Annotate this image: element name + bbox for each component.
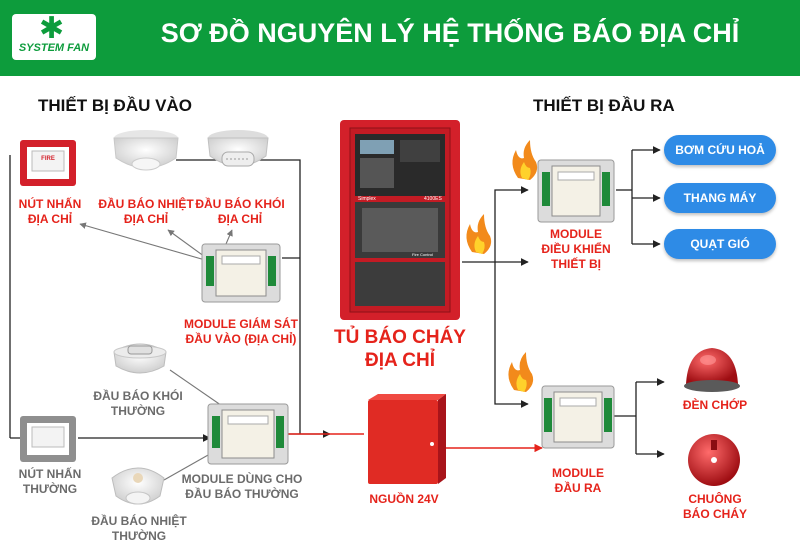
panel-brand-text: Simplex <box>358 196 376 202</box>
systemfan-logo: ✱ SYSTEM FAN <box>12 14 96 60</box>
logo-star-icon: ✱ <box>39 12 65 45</box>
conventional-heat-detector-icon <box>111 467 165 505</box>
header-bar: ✱ SYSTEM FAN SƠ ĐỒ NGUYÊN LÝ HỆ THỐNG BÁ… <box>0 0 800 76</box>
power-supply-icon <box>368 394 446 484</box>
pill-elevator: THANG MÁY <box>664 183 776 213</box>
flame-icon-1 <box>512 140 538 180</box>
fire-alarm-panel-icon: Simplex 4100ES Fire Control <box>340 120 460 320</box>
address-smoke-detector-icon <box>207 130 269 167</box>
output-module-icon <box>541 385 615 449</box>
monitor-module-icon <box>201 243 281 303</box>
flame-icon-3 <box>508 352 534 392</box>
panel-model-text: 4100ES <box>424 196 442 202</box>
conventional-module-icon <box>207 403 289 465</box>
control-module-icon <box>537 159 615 223</box>
output-section-title: THIẾT BỊ ĐẦU RA <box>533 96 675 115</box>
strobe-light-icon <box>684 348 740 392</box>
address-call-point-icon: FIRE <box>20 140 76 186</box>
panel-badge-text: Fire Control <box>412 252 433 257</box>
flame-icon-2 <box>466 214 492 254</box>
output-wiring <box>462 146 665 458</box>
page-title: SƠ ĐỒ NGUYÊN LÝ HỆ THỐNG BÁO ĐỊA CHỈ <box>160 18 740 48</box>
logo-brand-text: SYSTEM FAN <box>18 42 90 54</box>
pill-fire-pump: BƠM CỨU HOẢ <box>664 135 776 165</box>
strobe-light-label: ĐÈN CHỚP <box>682 398 748 412</box>
input-section-title: THIẾT BỊ ĐẦU VÀO <box>38 96 192 115</box>
conventional-smoke-detector-icon <box>113 343 167 374</box>
address-heat-detector-icon <box>113 130 179 171</box>
alarm-bell-icon <box>688 434 740 486</box>
pill-ventilation-fan: QUẠT GIÓ <box>664 229 776 259</box>
power-supply-label: NGUỒN 24V <box>369 492 439 506</box>
conventional-call-point-icon <box>20 416 76 462</box>
power-wiring <box>279 429 543 453</box>
call-point-fire-text: FIRE <box>41 156 55 162</box>
